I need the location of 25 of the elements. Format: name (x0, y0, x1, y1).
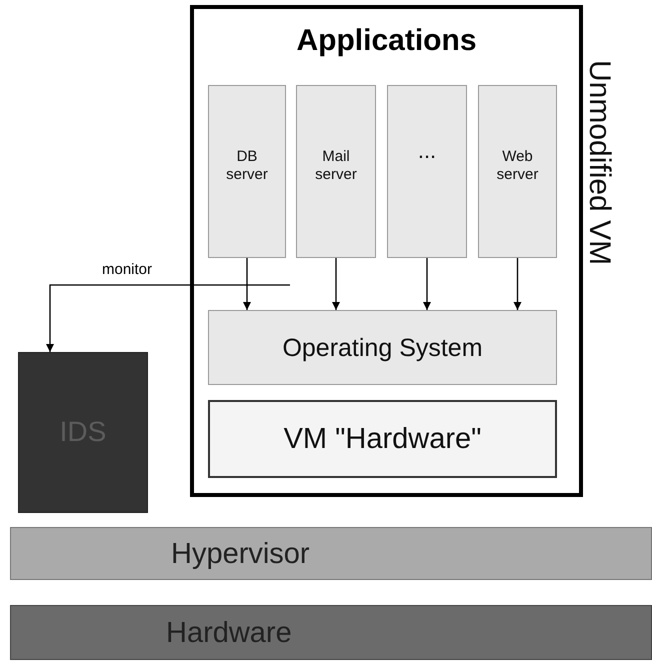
server-box (478, 85, 557, 258)
vm-container (190, 5, 583, 497)
ids-box (18, 352, 148, 513)
arrow (423, 258, 431, 310)
server-box (387, 85, 467, 258)
label: ... (416, 138, 438, 164)
label: Web server (496, 148, 540, 184)
server-box (296, 85, 376, 258)
label: VM "Hardware" (282, 422, 482, 457)
arrow (332, 258, 340, 310)
os-layer (208, 310, 557, 385)
hardware-layer (208, 400, 557, 478)
arrow (46, 284, 290, 352)
label: Operating System (281, 333, 484, 363)
label: Mail server (314, 148, 358, 184)
arrow (514, 258, 522, 310)
arrow (243, 258, 251, 310)
label: Hypervisor (171, 537, 310, 572)
label: Hardware (166, 616, 292, 651)
server-box (208, 85, 286, 258)
hypervisor-bar (10, 527, 652, 580)
title: Applications (295, 23, 478, 59)
hardware-bar (10, 605, 652, 660)
vertical-label: Unmodified VM (582, 60, 616, 266)
label: DB server (225, 148, 269, 184)
